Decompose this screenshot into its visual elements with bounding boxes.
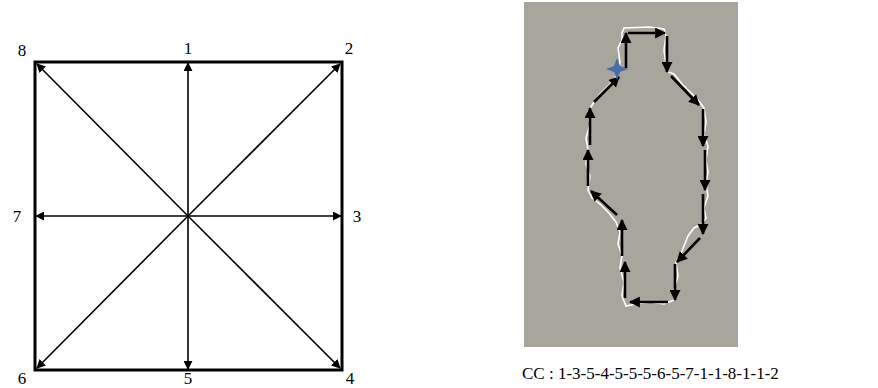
- direction-number: 3: [353, 208, 362, 225]
- direction-number: 7: [13, 208, 22, 225]
- chain-code-caption: CC : 1-3-5-4-5-5-5-6-5-7-1-1-8-1-1-2: [522, 365, 779, 382]
- image-background: [524, 2, 738, 347]
- direction-arrow: [188, 215, 341, 217]
- direction-arrow: [188, 64, 340, 216]
- chain-code-arrows: [588, 33, 705, 302]
- silhouette-outline: [586, 27, 708, 306]
- direction-number: 8: [18, 42, 27, 59]
- direction-arrow: [36, 215, 188, 217]
- direction-arrow: [187, 216, 189, 369]
- direction-number: 6: [18, 370, 27, 387]
- direction-number: 2: [345, 40, 354, 57]
- silhouette-image: [524, 2, 738, 347]
- direction-number: 4: [346, 370, 355, 387]
- direction-number: 5: [184, 370, 193, 387]
- direction-arrow: [37, 216, 188, 368]
- start-star: [606, 58, 628, 80]
- direction-arrow: [187, 63, 189, 216]
- direction-arrow: [37, 64, 188, 216]
- compass-square: [35, 62, 342, 370]
- direction-compass: [35, 62, 342, 370]
- direction-arrow: [188, 216, 340, 368]
- direction-number: 1: [184, 40, 193, 57]
